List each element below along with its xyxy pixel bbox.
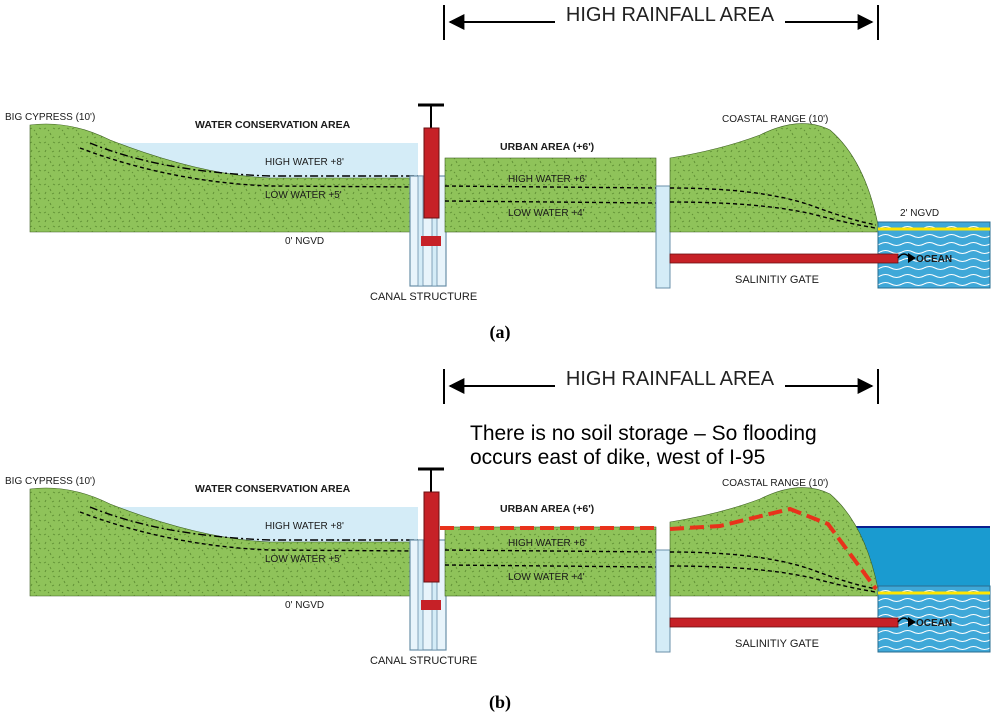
salinity-gate-label: SALINITIY GATE xyxy=(735,274,819,286)
datum-label: 0' NGVD xyxy=(285,600,324,611)
urban-low-label: LOW WATER +4' xyxy=(508,572,585,583)
canal-structure-label: CANAL STRUCTURE xyxy=(370,655,477,667)
coastal-range-label: COASTAL RANGE (10') xyxy=(722,478,828,489)
urban-low-line xyxy=(444,564,657,568)
wca-low-line xyxy=(79,147,419,188)
panel-label-b: (b) xyxy=(489,692,511,713)
coastal-low-line xyxy=(669,565,877,593)
urban-land xyxy=(444,157,657,233)
wca-land xyxy=(29,123,419,233)
panel-a: HIGH RAINFALL AREA BIG xyxy=(5,4,991,343)
wca-land xyxy=(29,487,419,597)
urban-high-label: HIGH WATER +6' xyxy=(508,538,587,549)
coastal-range-label: COASTAL RANGE (10') xyxy=(722,114,828,125)
wca-high-line xyxy=(89,506,418,541)
flood-annotation-line2: occurs east of dike, west of I-95 xyxy=(470,446,765,469)
coastal-well xyxy=(655,549,671,653)
big-cypress-label: BIG CYPRESS (10') xyxy=(5,112,95,123)
salinity-gate-pipe xyxy=(669,253,899,264)
salinity-gate-pipe xyxy=(669,617,899,628)
urban-high-line xyxy=(444,185,657,189)
wca-low-label: LOW WATER +5' xyxy=(265,554,342,565)
wca-high-label: HIGH WATER +8' xyxy=(265,157,344,168)
coastal-well xyxy=(655,185,671,289)
wca-low-line xyxy=(79,511,419,552)
wca-high-line xyxy=(89,142,418,177)
region-label: HIGH RAINFALL AREA xyxy=(566,368,775,390)
coastal-low-line xyxy=(669,201,877,229)
ocean-level-label: 2' NGVD xyxy=(900,208,939,219)
salinity-gate-label: SALINITIY GATE xyxy=(735,638,819,650)
canal-gate xyxy=(423,491,440,583)
urban-low-label: LOW WATER +4' xyxy=(508,208,585,219)
ocean-label: OCEAN xyxy=(916,254,952,265)
coastal-high-line xyxy=(669,551,877,590)
wca-low-label: LOW WATER +5' xyxy=(265,190,342,201)
panel-b: HIGH RAINFALL AREA There is no soil stor… xyxy=(5,368,991,713)
urban-low-line xyxy=(444,200,657,204)
wca-label: WATER CONSERVATION AREA xyxy=(195,483,351,495)
wca-high-label: HIGH WATER +8' xyxy=(265,521,344,532)
coastal-ridge xyxy=(669,487,879,597)
canal-gate-base xyxy=(421,600,441,610)
flood-water xyxy=(836,527,990,586)
wca-label: WATER CONSERVATION AREA xyxy=(195,119,351,131)
canal-structure-label: CANAL STRUCTURE xyxy=(370,291,477,303)
datum-label: 0' NGVD xyxy=(285,236,324,247)
urban-high-label: HIGH WATER +6' xyxy=(508,174,587,185)
coastal-high-line xyxy=(669,187,877,226)
flood-annotation-line1: There is no soil storage – So flooding xyxy=(470,422,817,445)
canal-gate xyxy=(423,127,440,219)
urban-high-line xyxy=(444,549,657,553)
urban-area-label: URBAN AREA (+6') xyxy=(500,503,594,515)
panel-label-a: (a) xyxy=(490,322,511,343)
canal-gate-base xyxy=(421,236,441,246)
region-label: HIGH RAINFALL AREA xyxy=(566,4,775,26)
flood-line-coastal xyxy=(669,506,878,591)
coastal-ridge xyxy=(669,123,879,233)
urban-area-label: URBAN AREA (+6') xyxy=(500,141,594,153)
ocean-label: OCEAN xyxy=(916,618,952,629)
big-cypress-label: BIG CYPRESS (10') xyxy=(5,476,95,487)
